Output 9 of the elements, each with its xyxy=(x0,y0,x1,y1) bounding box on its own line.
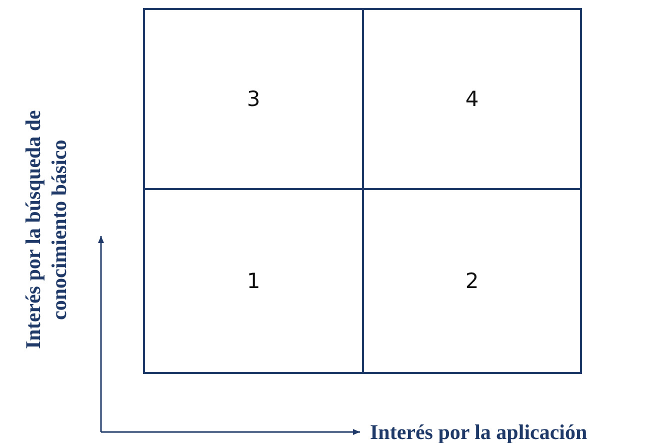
quadrant-cell xyxy=(362,8,582,190)
quadrant-number: 1 xyxy=(246,269,260,293)
quadrant-cell xyxy=(143,8,364,190)
quadrant-cell xyxy=(362,188,582,374)
quadrant-number: 4 xyxy=(465,87,479,111)
quadrant-number: 3 xyxy=(246,87,260,111)
quadrant-number: 2 xyxy=(465,269,479,293)
axis-title: Interés por la búsqueda de conocimiento básico xyxy=(20,110,72,352)
quadrant-cell xyxy=(143,188,364,374)
